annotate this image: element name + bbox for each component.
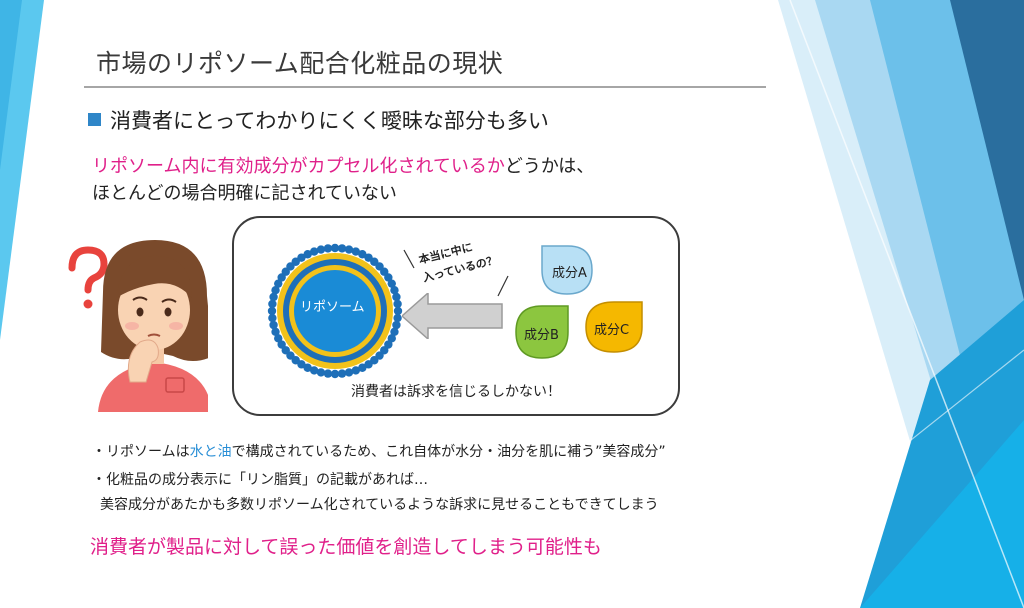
component-b-label: 成分B: [524, 328, 559, 343]
lipid-head: [364, 360, 373, 369]
lipid-head: [277, 340, 286, 349]
slide-title: 市場のリポソーム配合化粧品の現状: [96, 49, 504, 78]
lipid-head: [271, 327, 280, 337]
left-arrow-icon: [402, 293, 503, 339]
component-a-label: 成分A: [552, 266, 587, 281]
right-panel-line: [789, 0, 1024, 608]
lipid-head: [393, 313, 402, 323]
component-a-drop: [541, 245, 593, 295]
lipid-head: [344, 245, 354, 254]
lipid-head: [303, 363, 312, 372]
lipid-head: [393, 299, 402, 309]
lipid-head: [297, 253, 306, 262]
lipid-head: [309, 247, 319, 256]
lipid-head: [344, 368, 354, 377]
question-mark-icon: [68, 246, 108, 309]
lipid-head: [392, 292, 401, 302]
right-panel-line-2: [699, 349, 1024, 608]
lipid-head: [351, 247, 361, 256]
lead-highlight: リポソーム内に有効成分がカプセル化されているか: [92, 156, 505, 177]
lipid-head: [268, 299, 277, 309]
lipid-head: [269, 320, 278, 330]
lipid-head: [392, 320, 401, 330]
note-3: 美容成分があたかも多数リポソーム化されているような訴求に見せることもできてしまう: [100, 497, 659, 513]
note-1-text-b: で構成されているため、これ自体が水分・油分を肌に補う”美容成分”: [231, 444, 666, 460]
lipid-head: [384, 273, 393, 282]
lipid-head: [323, 244, 333, 253]
left-accent-shape-inner: [0, 0, 22, 170]
lipid-head: [358, 363, 367, 372]
lipid-head: [390, 285, 399, 295]
right-panel-dark: [950, 0, 1024, 300]
confused-woman-illustration: [68, 240, 208, 412]
lipid-head: [337, 244, 347, 253]
liposome-label: リポソーム: [300, 300, 365, 315]
lead-line-2: ほとんどの場合明確に記されていない: [92, 183, 397, 204]
lipid-head: [351, 366, 361, 375]
lipid-head: [393, 306, 403, 316]
lead-rest: どうかは、: [504, 156, 595, 177]
note-1-text-a: ・リポソームは: [92, 444, 190, 460]
lipid-head: [316, 368, 326, 377]
lipid-head: [358, 250, 367, 259]
square-bullet-icon: [88, 113, 101, 126]
lipid-head: [309, 366, 319, 375]
lipid-head: [271, 285, 280, 295]
conclusion: 消費者が製品に対して誤った価値を創造してしまう可能性も: [90, 536, 602, 558]
lipid-head: [330, 369, 340, 379]
lipid-head: [269, 292, 278, 302]
note-1-water-oil: 水と油: [189, 444, 232, 460]
component-c-label: 成分C: [594, 323, 630, 338]
lipid-head: [337, 369, 347, 378]
lipid-head: [330, 243, 340, 253]
right-panel-bottom-bright: [860, 420, 1024, 608]
lipid-head: [303, 250, 312, 259]
note-2: ・化粧品の成分表示に「リン脂質」の記載があれば…: [92, 472, 428, 488]
liposome-illustration: [267, 243, 403, 379]
lipid-head: [267, 306, 277, 316]
lipid-head: [316, 245, 326, 254]
lipid-head: [274, 334, 283, 343]
lipid-head: [268, 313, 277, 323]
lipid-head: [274, 279, 283, 288]
lipid-head: [390, 327, 399, 337]
lipid-head: [387, 279, 396, 288]
diagram-caption: 消費者は訴求を信じるしかない！: [351, 384, 561, 400]
lipid-head: [387, 334, 396, 343]
component-c-drop: [585, 301, 643, 353]
lead-line-1: リポソーム内に有効成分がカプセル化されているかどうかは、: [92, 152, 594, 178]
question-callout-lines: [403, 249, 509, 297]
component-b-drop: [515, 305, 569, 359]
title-divider: [84, 86, 766, 88]
note-1: ・リポソームは水と油で構成されているため、これ自体が水分・油分を肌に補う”美容成…: [92, 441, 666, 461]
headline: 消費者にとってわかりにくく曖昧な部分も多い: [110, 109, 549, 133]
lipid-head: [323, 369, 333, 378]
